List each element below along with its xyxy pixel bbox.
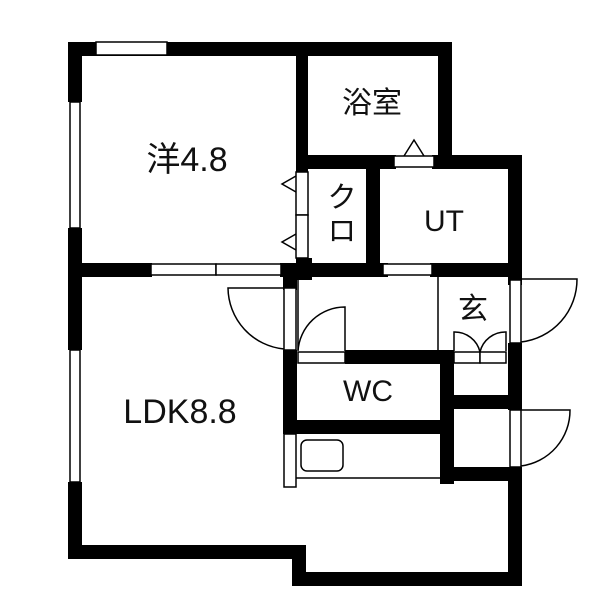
room-label-bath: 浴室 [342,87,402,120]
walls [68,42,522,586]
kitchen-counter [283,433,440,488]
room-label-entrance: 玄 [458,293,488,326]
windows [69,41,435,483]
door-indicators [280,138,425,251]
doors [227,277,578,468]
room-label-western: 洋4.8 [146,141,228,179]
room-label-utility: UT [424,205,464,238]
room-label-closet: クロ [322,181,355,249]
room-label-ldk: LDK8.8 [123,393,237,431]
room-label-toilet: WC [343,375,393,408]
